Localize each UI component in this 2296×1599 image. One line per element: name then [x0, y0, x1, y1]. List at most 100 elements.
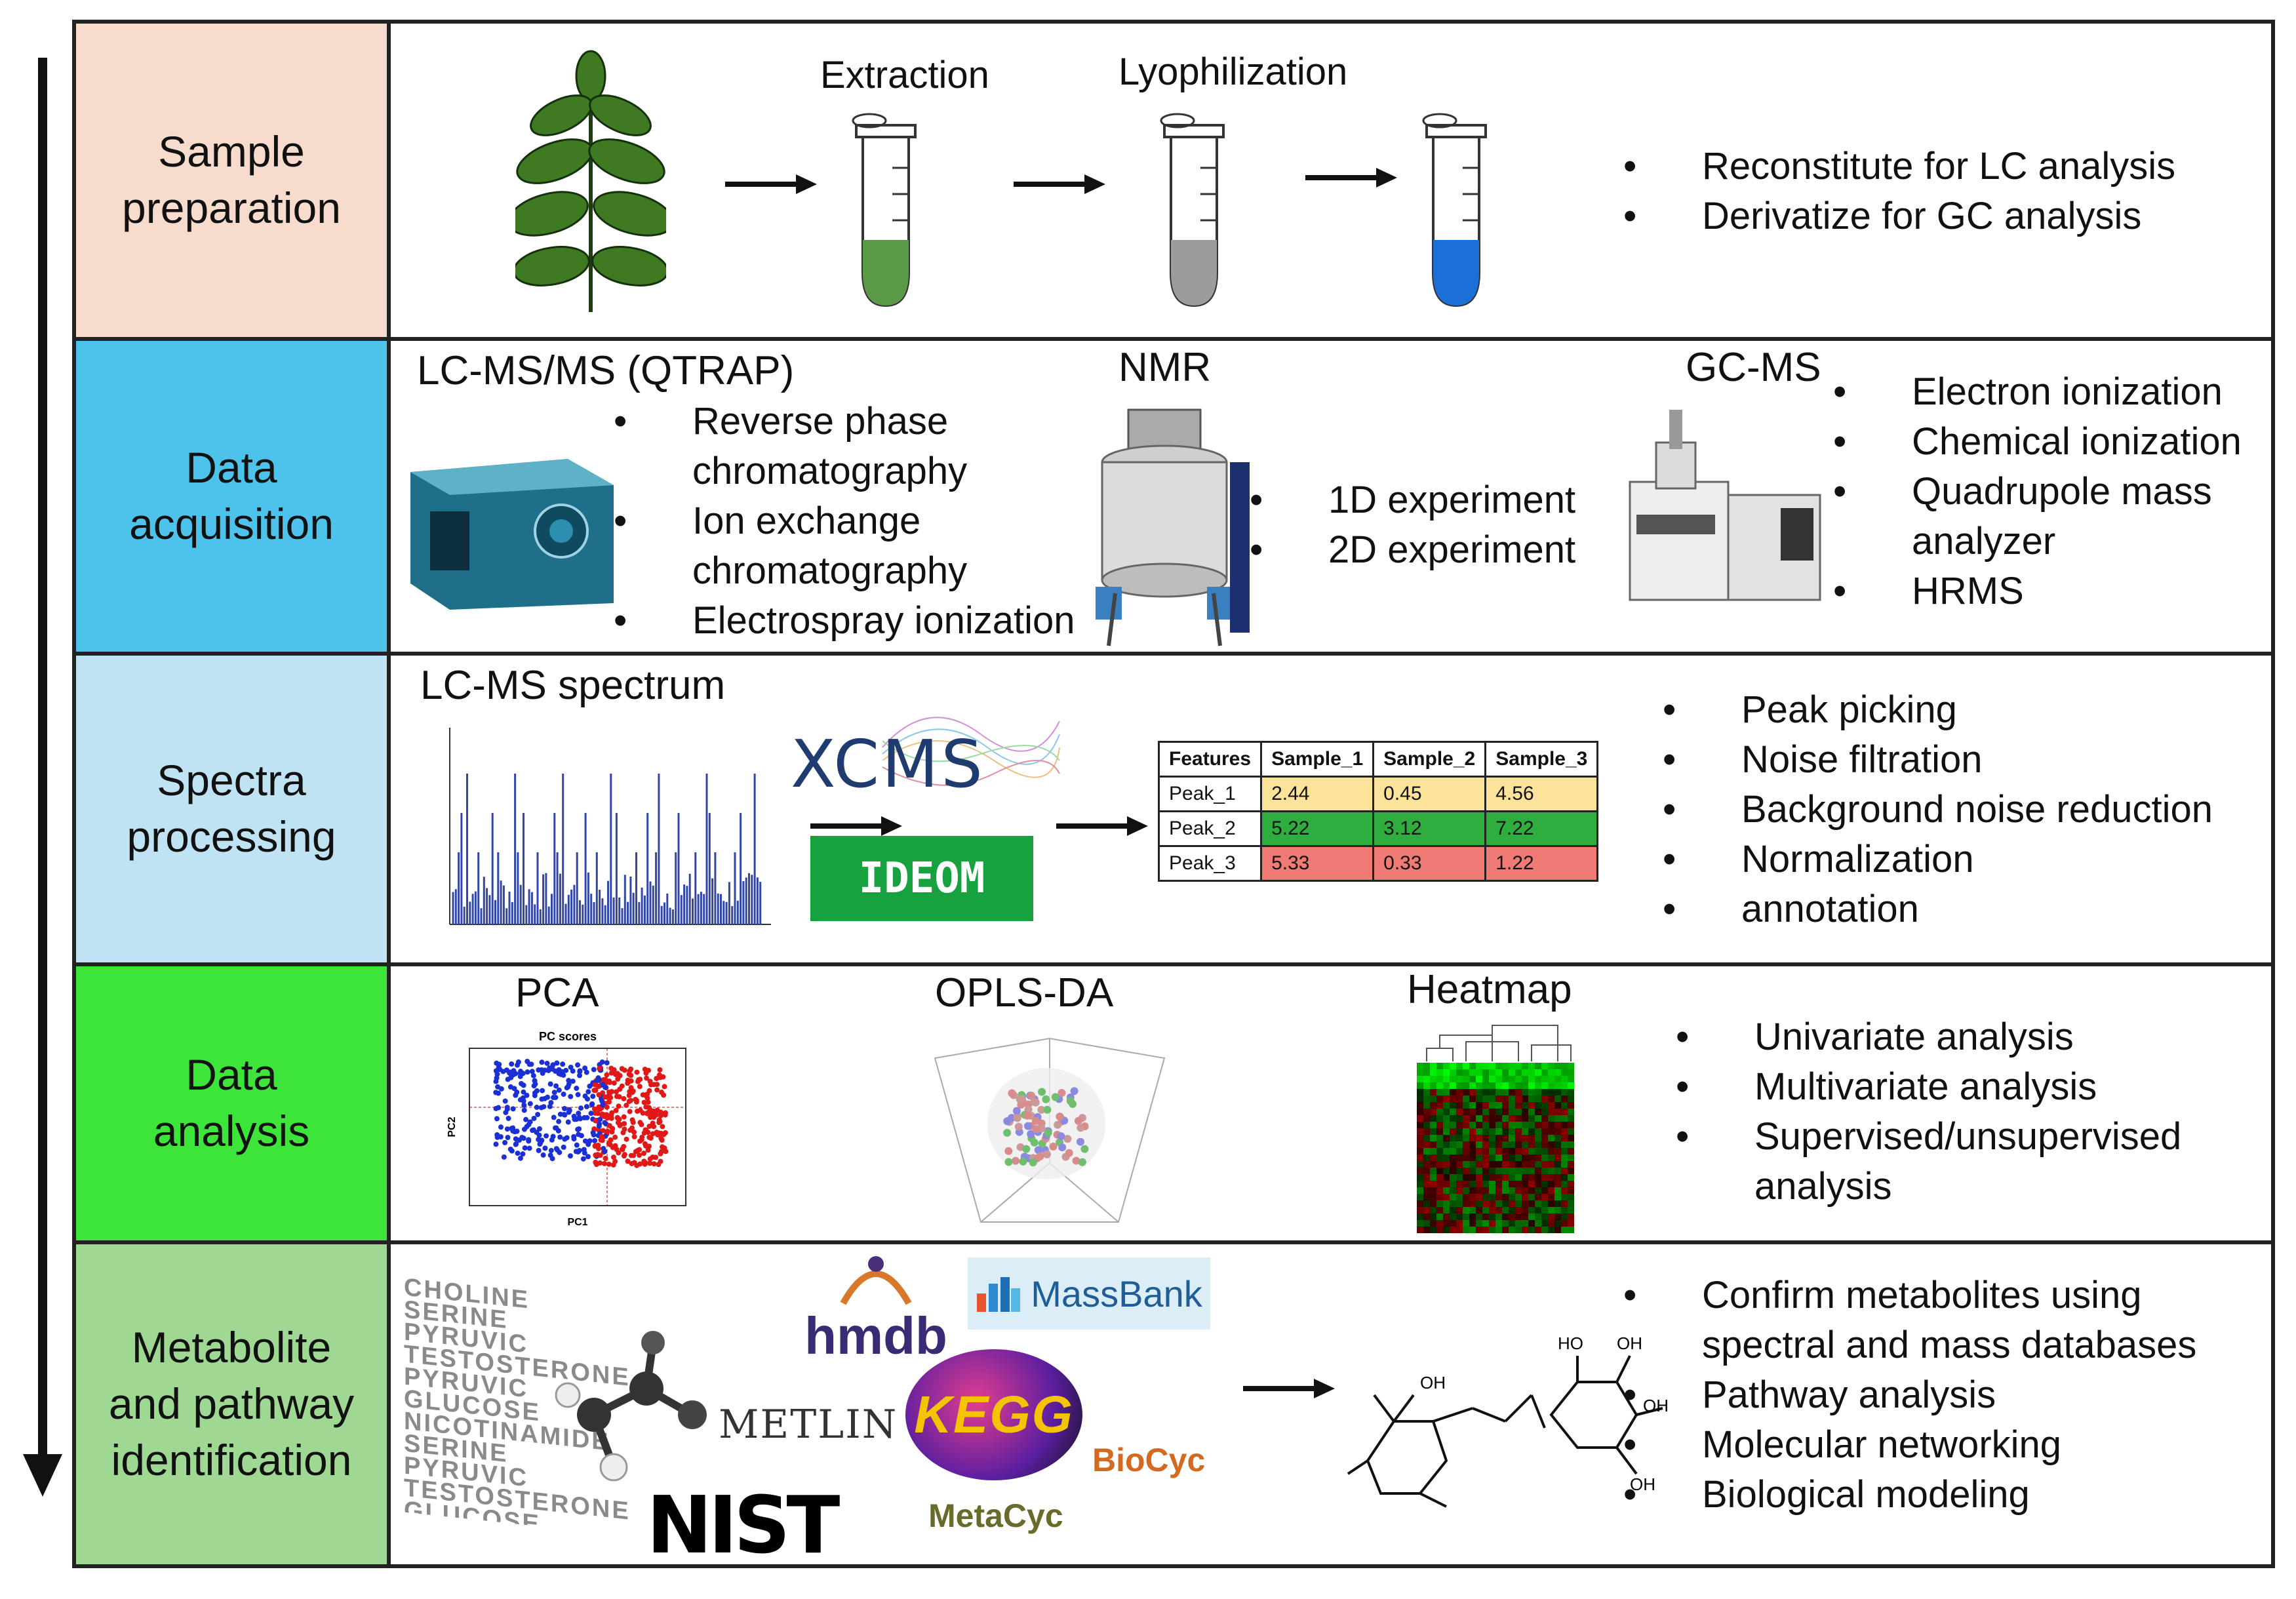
heatmap-cell — [1456, 1069, 1463, 1076]
heatmap-cell — [1495, 1089, 1502, 1096]
table-cell: Peak_1 — [1157, 776, 1263, 812]
heatmap-cell — [1463, 1135, 1469, 1141]
pca-point — [611, 1067, 617, 1073]
pca-point — [604, 1060, 610, 1066]
heatmap-cell — [1522, 1069, 1528, 1076]
heatmap-cell — [1502, 1155, 1509, 1161]
pca-point — [626, 1092, 632, 1098]
heatmap-icon — [1417, 1025, 1574, 1233]
opls-point — [1012, 1107, 1021, 1115]
table-cell: 4.56 — [1484, 776, 1599, 812]
pca-point — [622, 1126, 627, 1132]
heatmap-cell — [1450, 1168, 1456, 1174]
heatmap-cell — [1469, 1082, 1476, 1089]
heatmap-cell — [1509, 1141, 1515, 1148]
heatmap-cell — [1489, 1082, 1495, 1089]
stage-label: Sample preparation — [76, 24, 391, 337]
heatmap-cell — [1502, 1148, 1509, 1155]
opls-point — [1023, 1122, 1032, 1130]
pca-point — [653, 1155, 659, 1160]
heatmap-cell — [1568, 1214, 1574, 1220]
heatmap-cell — [1450, 1148, 1456, 1155]
pca-point — [534, 1105, 540, 1111]
heatmap-cell — [1430, 1181, 1436, 1187]
heatmap-cell — [1509, 1089, 1515, 1096]
pca-point — [640, 1092, 646, 1097]
bullet-item: Biological modeling — [1623, 1470, 2196, 1520]
heatmap-cell — [1568, 1122, 1574, 1128]
heatmap-cell — [1456, 1207, 1463, 1214]
heatmap-cell — [1436, 1168, 1443, 1174]
pca-point — [493, 1090, 499, 1096]
heatmap-cell — [1482, 1194, 1489, 1200]
heatmap-cell — [1450, 1128, 1456, 1135]
heatmap-cell — [1476, 1161, 1482, 1168]
pca-point — [662, 1112, 668, 1118]
heatmap-cell — [1561, 1148, 1568, 1155]
pca-point — [507, 1069, 513, 1075]
heatmap-cell — [1502, 1102, 1509, 1109]
heatmap-cell — [1554, 1063, 1561, 1069]
heatmap-cell — [1502, 1174, 1509, 1181]
pca-point — [521, 1089, 526, 1095]
pca-point — [592, 1110, 598, 1116]
heatmap-cell — [1463, 1148, 1469, 1155]
heatmap-cell — [1450, 1220, 1456, 1227]
heatmap-cell — [1463, 1207, 1469, 1214]
heatmap-cell — [1417, 1161, 1423, 1168]
heatmap-cell — [1469, 1089, 1476, 1096]
opls-point — [1003, 1128, 1012, 1137]
pca-point — [631, 1129, 637, 1135]
pca-point — [651, 1124, 657, 1130]
pca-point — [519, 1134, 525, 1140]
heatmap-cell — [1469, 1122, 1476, 1128]
opls-point — [1057, 1132, 1065, 1141]
heatmap-cell — [1548, 1096, 1554, 1102]
heatmap-cell — [1561, 1069, 1568, 1076]
heatmap-cell — [1430, 1135, 1436, 1141]
heatmap-cell — [1456, 1161, 1463, 1168]
heatmap-cell — [1515, 1227, 1522, 1233]
heatmap-cell — [1482, 1148, 1489, 1155]
heatmap-cell — [1443, 1207, 1450, 1214]
opls-point — [1031, 1116, 1040, 1125]
heatmap-cell — [1417, 1115, 1423, 1122]
heatmap-cell — [1561, 1187, 1568, 1194]
pca-point — [600, 1128, 606, 1134]
pca-point — [602, 1160, 608, 1166]
pca-point — [553, 1068, 559, 1074]
heatmap-cell — [1417, 1063, 1423, 1069]
heatmap-cell — [1515, 1096, 1522, 1102]
stage-spectra-processing: Spectra processing LC-MS spectrum XCMS I… — [72, 652, 2275, 966]
heatmap-cell — [1482, 1220, 1489, 1227]
heatmap-cell — [1568, 1076, 1574, 1082]
pca-point — [514, 1062, 520, 1068]
heatmap-cell — [1568, 1102, 1574, 1109]
heatmap-cell — [1548, 1214, 1554, 1220]
heatmap-cell — [1423, 1069, 1430, 1076]
heatmap-cell — [1554, 1194, 1561, 1200]
heatmap-cell — [1502, 1122, 1509, 1128]
heatmap-cell — [1430, 1148, 1436, 1155]
heatmap-cell — [1450, 1174, 1456, 1181]
heatmap-cell — [1443, 1128, 1450, 1135]
heatmap-cell — [1522, 1181, 1528, 1187]
heatmap-cell — [1436, 1109, 1443, 1115]
pca-point — [507, 1146, 513, 1152]
stage-content: LC-MS spectrum XCMS IDEOM Features Sam — [391, 656, 2271, 962]
heatmap-cell — [1548, 1207, 1554, 1214]
heatmap-cell — [1476, 1220, 1482, 1227]
heatmap-cell — [1522, 1148, 1528, 1155]
heatmap-cell — [1548, 1109, 1554, 1115]
pca-point — [597, 1106, 603, 1112]
heatmap-cell — [1482, 1063, 1489, 1069]
heatmap-cell — [1450, 1194, 1456, 1200]
table-cell: 5.22 — [1260, 810, 1375, 847]
table-header: Sample_1 — [1260, 741, 1375, 778]
analysis-bullets: Univariate analysis Multivariate analysi… — [1676, 1012, 2181, 1212]
heatmap-cell — [1436, 1135, 1443, 1141]
heatmap-cell — [1515, 1200, 1522, 1207]
heatmap-cell — [1489, 1096, 1495, 1102]
pca-point — [557, 1111, 563, 1117]
heatmap-cell — [1561, 1155, 1568, 1161]
